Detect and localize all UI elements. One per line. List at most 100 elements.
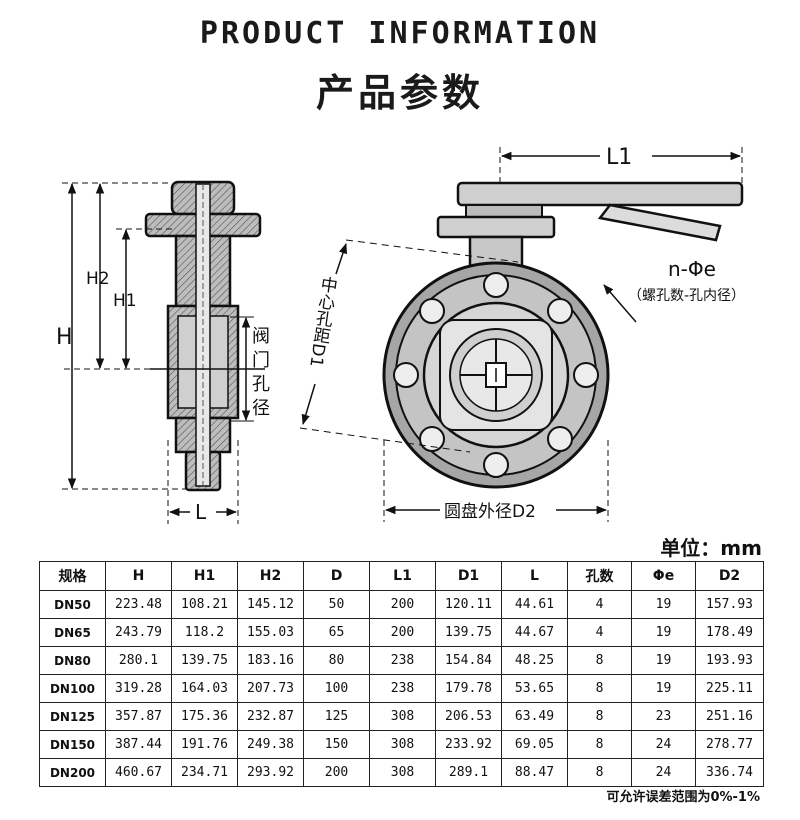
spec-value-cell: 154.84 <box>435 646 502 675</box>
valve-drawing: H H2 H1 阀 门 孔 径 L <box>56 145 745 524</box>
spec-size-cell: DN50 <box>39 590 106 619</box>
spec-value-cell: 200 <box>303 758 370 787</box>
header-cell: L1 <box>369 561 436 591</box>
spec-value-cell: 4 <box>567 618 632 647</box>
spec-value-cell: 164.03 <box>171 674 238 703</box>
spec-size-cell: DN150 <box>39 730 106 759</box>
dim-l-label: L <box>195 500 207 524</box>
spec-value-cell: 460.67 <box>105 758 172 787</box>
tolerance-note: 可允许误差范围为0%-1% <box>606 790 760 805</box>
spec-value-cell: 308 <box>369 730 436 759</box>
spec-value-cell: 233.92 <box>435 730 502 759</box>
spec-value-cell: 63.49 <box>501 702 568 731</box>
spec-value-cell: 289.1 <box>435 758 502 787</box>
spec-value-cell: 65 <box>303 618 370 647</box>
spec-value-cell: 50 <box>303 590 370 619</box>
spec-value-cell: 293.92 <box>237 758 304 787</box>
header-cell: D1 <box>435 561 502 591</box>
spec-value-cell: 319.28 <box>105 674 172 703</box>
spec-size-cell: DN125 <box>39 702 106 731</box>
spec-value-cell: 179.78 <box>435 674 502 703</box>
spec-value-cell: 24 <box>631 730 696 759</box>
dim-h1-label: H1 <box>113 291 137 311</box>
spec-value-cell: 19 <box>631 646 696 675</box>
header-cell: 孔数 <box>567 561 632 591</box>
spec-value-cell: 278.77 <box>695 730 764 759</box>
spec-value-cell: 238 <box>369 674 436 703</box>
spec-value-cell: 139.75 <box>171 646 238 675</box>
spec-value-cell: 69.05 <box>501 730 568 759</box>
unit-label: 单位：mm <box>660 536 762 560</box>
spec-value-cell: 19 <box>631 618 696 647</box>
spec-value-cell: 157.93 <box>695 590 764 619</box>
spec-value-cell: 118.2 <box>171 618 238 647</box>
spec-value-cell: 178.49 <box>695 618 764 647</box>
spec-value-cell: 108.21 <box>171 590 238 619</box>
spec-value-cell: 8 <box>567 730 632 759</box>
spec-value-cell: 80 <box>303 646 370 675</box>
side-section-view: H H2 H1 阀 门 孔 径 L <box>56 180 270 524</box>
spec-value-cell: 243.79 <box>105 618 172 647</box>
dim-l1-label: L1 <box>606 145 632 170</box>
spec-value-cell: 8 <box>567 702 632 731</box>
spec-value-cell: 200 <box>369 618 436 647</box>
n-phi-e-label: n-Φe <box>668 257 716 281</box>
spec-value-cell: 206.53 <box>435 702 502 731</box>
header-cell: H1 <box>171 561 238 591</box>
spec-value-cell: 336.74 <box>695 758 764 787</box>
spec-value-cell: 234.71 <box>171 758 238 787</box>
spec-value-cell: 223.48 <box>105 590 172 619</box>
spec-value-cell: 100 <box>303 674 370 703</box>
spec-value-cell: 53.65 <box>501 674 568 703</box>
front-view: L1 中心孔距D1 n-Φe （螺孔数-孔内径） 圆盘外径D2 <box>299 145 745 522</box>
n-phi-e-desc: （螺孔数-孔内径） <box>628 288 745 304</box>
spec-value-cell: 249.38 <box>237 730 304 759</box>
spec-value-cell: 155.03 <box>237 618 304 647</box>
spec-value-cell: 238 <box>369 646 436 675</box>
spec-value-cell: 23 <box>631 702 696 731</box>
header-cell: D2 <box>695 561 764 591</box>
spec-value-cell: 8 <box>567 674 632 703</box>
bore-label-1: 阀 <box>252 326 270 347</box>
page-title-en: PRODUCT INFORMATION <box>199 16 601 51</box>
spec-value-cell: 8 <box>567 758 632 787</box>
spec-value-cell: 88.47 <box>501 758 568 787</box>
header-cell: H <box>105 561 172 591</box>
dim-h-label: H <box>56 325 73 350</box>
dim-d1-label: 中心孔距D1 <box>305 275 338 369</box>
spec-value-cell: 4 <box>567 590 632 619</box>
header-cell: 规格 <box>39 561 106 591</box>
spec-value-cell: 357.87 <box>105 702 172 731</box>
spec-size-cell: DN100 <box>39 674 106 703</box>
spec-value-cell: 308 <box>369 702 436 731</box>
bore-label-3: 孔 <box>252 374 270 395</box>
spec-value-cell: 24 <box>631 758 696 787</box>
spec-value-cell: 120.11 <box>435 590 502 619</box>
spec-value-cell: 19 <box>631 674 696 703</box>
header-cell: Φe <box>631 561 696 591</box>
spec-value-cell: 175.36 <box>171 702 238 731</box>
spec-value-cell: 150 <box>303 730 370 759</box>
bore-label-2: 门 <box>252 350 270 371</box>
spec-value-cell: 191.76 <box>171 730 238 759</box>
spec-value-cell: 207.73 <box>237 674 304 703</box>
spec-value-cell: 19 <box>631 590 696 619</box>
spec-value-cell: 44.61 <box>501 590 568 619</box>
spec-value-cell: 139.75 <box>435 618 502 647</box>
header-cell: D <box>303 561 370 591</box>
spec-value-cell: 232.87 <box>237 702 304 731</box>
spec-value-cell: 225.11 <box>695 674 764 703</box>
spec-size-cell: DN65 <box>39 618 106 647</box>
header-cell: H2 <box>237 561 304 591</box>
spec-value-cell: 44.67 <box>501 618 568 647</box>
spec-value-cell: 251.16 <box>695 702 764 731</box>
dim-d2-label: 圆盘外径D2 <box>444 502 536 522</box>
